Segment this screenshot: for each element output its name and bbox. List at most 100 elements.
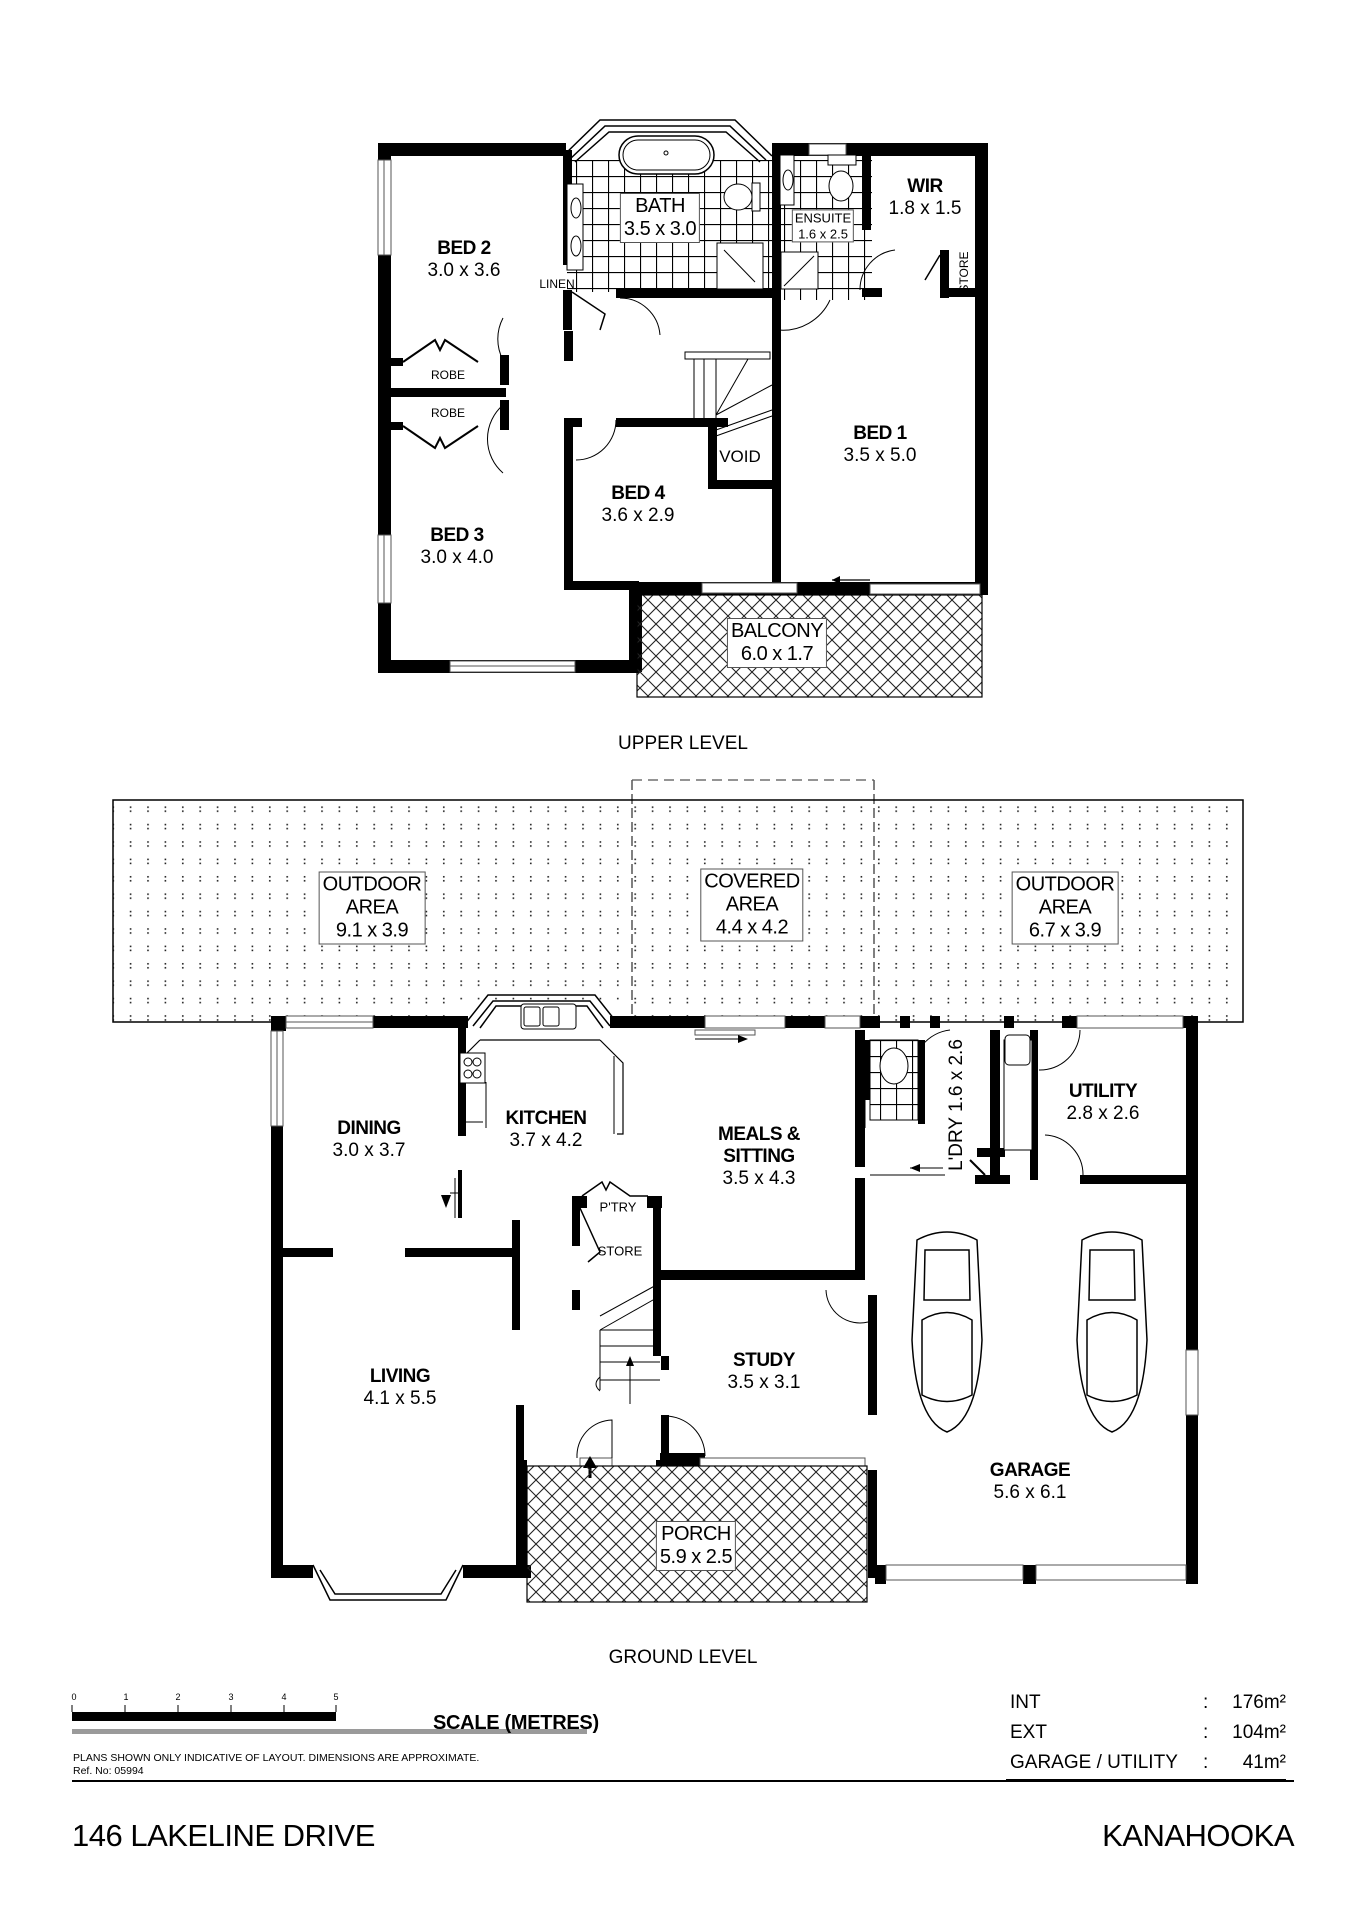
area-separator: : xyxy=(1203,1692,1209,1713)
room-dimensions: 3.0 x 3.6 xyxy=(427,260,501,281)
room-name: PORCH xyxy=(661,1523,731,1545)
room-utility: UTILITY 2.8 x 2.6 xyxy=(1067,1081,1140,1125)
room-bath: BATH 3.5 x 3.0 xyxy=(619,193,701,243)
area-label: EXT xyxy=(1010,1722,1047,1743)
room-name: COVERED xyxy=(704,870,800,893)
room-name: KITCHEN xyxy=(505,1108,587,1130)
room-dimensions: 6.7 x 3.9 xyxy=(1028,919,1102,942)
room-balcony: BALCONY 6.0 x 1.7 xyxy=(726,618,828,668)
ground-level-title: GROUND LEVEL xyxy=(608,1647,758,1668)
room-living: LIVING 4.1 x 5.5 xyxy=(364,1366,437,1410)
room-name: MEALS & xyxy=(718,1124,801,1146)
room-outdoor-area-left: OUTDOOR AREA 9.1 x 3.9 xyxy=(318,871,426,945)
room-store-ground: STORE xyxy=(597,1243,643,1259)
room-pantry: P'TRY xyxy=(599,1199,637,1215)
room-dimensions: 3.5 x 5.0 xyxy=(843,445,917,466)
room-dimensions: 2.8 x 2.6 xyxy=(1066,1103,1140,1124)
room-name: SITTING xyxy=(723,1146,795,1168)
reference-number: Ref. No: 05994 xyxy=(73,1765,144,1777)
room-name: BED 2 xyxy=(437,238,491,260)
car-icon xyxy=(911,1231,1148,1433)
room-bed1: BED 1 3.5 x 5.0 xyxy=(844,423,917,467)
scale-tick-0: 0 xyxy=(71,1692,77,1702)
area-label: INT xyxy=(1010,1692,1041,1713)
room-dimensions: 3.7 x 4.2 xyxy=(509,1130,583,1151)
room-study: STUDY 3.5 x 3.1 xyxy=(728,1350,801,1394)
area-row-ext: EXT : 104m² xyxy=(1010,1718,1286,1748)
room-bed2: BED 2 3.0 x 3.6 xyxy=(428,238,501,282)
room-robe-1: ROBE xyxy=(430,368,466,383)
property-suburb: KANAHOOKA xyxy=(1102,1818,1294,1853)
disclaimer: PLANS SHOWN ONLY INDICATIVE OF LAYOUT. D… xyxy=(73,1752,479,1778)
scale-bar xyxy=(71,1705,587,1734)
room-dimensions: 1.8 x 1.5 xyxy=(888,198,962,219)
room-dimensions: 1.6 x 2.5 xyxy=(798,226,848,241)
area-value: 104m² xyxy=(1232,1722,1286,1743)
room-dimensions: 5.9 x 2.5 xyxy=(659,1546,733,1568)
room-garage: GARAGE 5.6 x 6.1 xyxy=(989,1460,1071,1504)
property-address: 146 LAKELINE DRIVE xyxy=(72,1818,375,1853)
room-name: BED 4 xyxy=(611,483,665,505)
upper-level xyxy=(377,119,988,698)
room-linen: LINEN xyxy=(539,277,575,292)
room-name: GARAGE xyxy=(989,1460,1071,1482)
area-separator: : xyxy=(1203,1722,1209,1743)
room-dimensions: 3.5 x 3.1 xyxy=(727,1372,801,1393)
room-dimensions: 4.1 x 5.5 xyxy=(363,1388,437,1409)
room-ensuite: ENSUITE 1.6 x 2.5 xyxy=(791,209,855,243)
room-name: BALCONY xyxy=(730,620,824,642)
room-name: BED 1 xyxy=(853,423,907,445)
room-name: AREA xyxy=(345,896,399,919)
room-name: BATH xyxy=(635,195,685,217)
room-name: AREA xyxy=(1038,896,1092,919)
scale-tick-2: 2 xyxy=(175,1692,181,1702)
room-name: AREA xyxy=(725,893,779,916)
area-row-garage-utility: GARAGE / UTILITY : 41m² xyxy=(1010,1748,1286,1778)
upper-level-title: UPPER LEVEL xyxy=(618,733,748,754)
scale-tick-4: 4 xyxy=(281,1692,287,1702)
room-void: VOID xyxy=(719,447,761,467)
scale-tick-1: 1 xyxy=(123,1692,129,1702)
area-value: 41m² xyxy=(1242,1752,1286,1773)
room-store-upper: STORE xyxy=(957,251,972,293)
room-name: OUTDOOR xyxy=(1015,873,1115,896)
area-summary: INT : 176m² EXT : 104m² GARAGE / UTILITY… xyxy=(1010,1688,1286,1778)
room-dimensions: 3.0 x 3.7 xyxy=(332,1140,406,1161)
room-laundry: L'DRY 1.6 x 2.6 xyxy=(946,1039,968,1171)
room-name: ENSUITE xyxy=(794,210,852,226)
room-robe-2: ROBE xyxy=(430,406,466,421)
area-separator: : xyxy=(1203,1752,1209,1773)
room-name: UTILITY xyxy=(1068,1081,1138,1103)
room-name: OUTDOOR xyxy=(322,873,422,896)
room-dimensions: 3.5 x 4.3 xyxy=(722,1167,796,1189)
room-name: DINING xyxy=(337,1118,401,1140)
scale-title: SCALE (METRES) xyxy=(433,1712,599,1734)
room-kitchen: KITCHEN 3.7 x 4.2 xyxy=(506,1108,587,1152)
room-dimensions: 3.5 x 3.0 xyxy=(623,218,697,240)
room-name: L'DRY xyxy=(946,1117,968,1171)
room-dimensions: 9.1 x 3.9 xyxy=(335,919,409,942)
room-dimensions: 4.4 x 4.2 xyxy=(715,916,789,939)
room-dimensions: 3.0 x 4.0 xyxy=(420,547,494,568)
room-dimensions: 1.6 x 2.6 xyxy=(946,1039,968,1112)
area-row-int: INT : 176m² xyxy=(1010,1688,1286,1718)
disclaimer-text: PLANS SHOWN ONLY INDICATIVE OF LAYOUT. D… xyxy=(73,1752,480,1764)
room-bed3: BED 3 3.0 x 4.0 xyxy=(421,525,494,569)
room-name: BED 3 xyxy=(430,525,484,547)
room-wir: WIR 1.8 x 1.5 xyxy=(889,176,962,220)
room-bed4: BED 4 3.6 x 2.9 xyxy=(602,483,675,527)
room-porch: PORCH 5.9 x 2.5 xyxy=(655,1521,737,1571)
room-meals-sitting: MEALS & SITTING 3.5 x 4.3 xyxy=(718,1124,801,1190)
room-dimensions: 6.0 x 1.7 xyxy=(740,643,814,665)
room-name: LIVING xyxy=(369,1366,431,1388)
scale-tick-5: 5 xyxy=(333,1692,339,1702)
area-label: GARAGE / UTILITY xyxy=(1010,1752,1178,1773)
area-value: 176m² xyxy=(1232,1692,1286,1713)
room-dimensions: 3.6 x 2.9 xyxy=(601,505,675,526)
room-covered-area: COVERED AREA 4.4 x 4.2 xyxy=(700,868,804,942)
scale-tick-3: 3 xyxy=(228,1692,234,1702)
room-dimensions: 5.6 x 6.1 xyxy=(993,1482,1067,1503)
room-name: WIR xyxy=(907,176,943,198)
room-outdoor-area-right: OUTDOOR AREA 6.7 x 3.9 xyxy=(1011,871,1119,945)
